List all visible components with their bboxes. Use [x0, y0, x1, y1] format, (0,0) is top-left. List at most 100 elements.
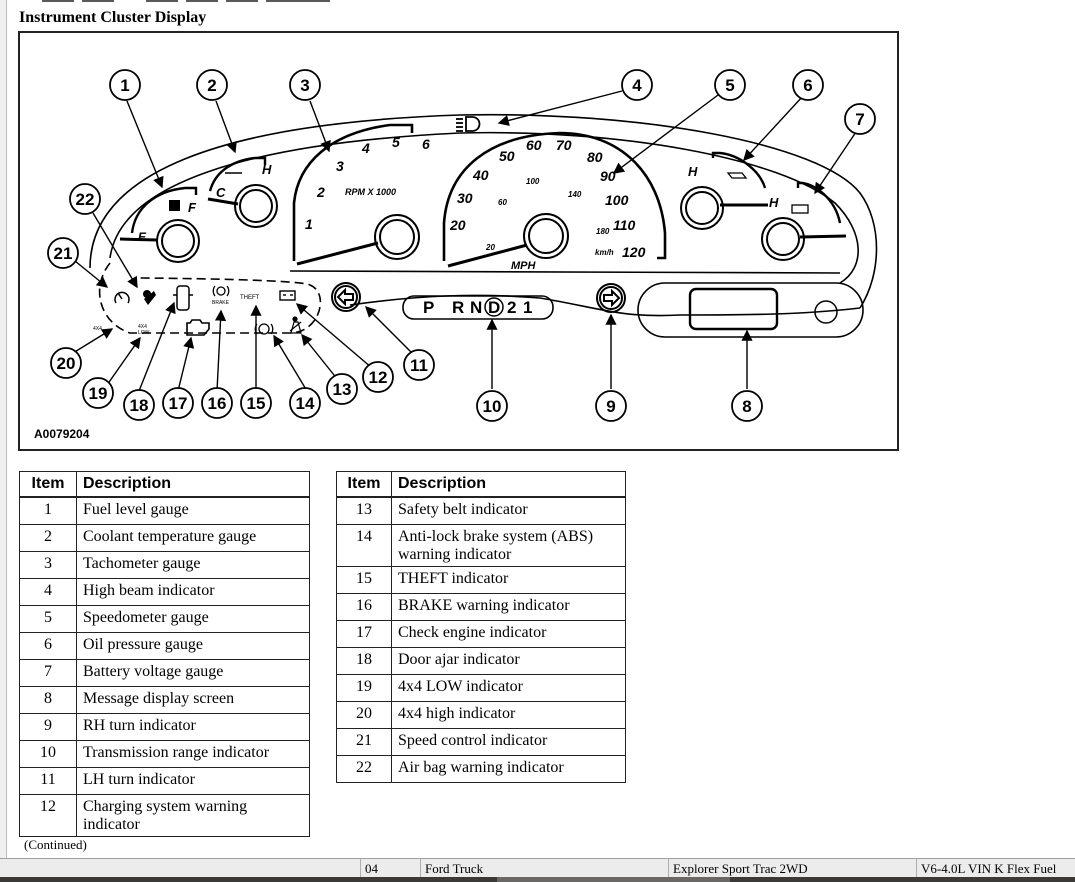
callout-17: 17: [162, 387, 194, 419]
callout-number: 10: [483, 397, 502, 416]
charging-system-icon: [279, 290, 296, 301]
callout-number: 4: [632, 76, 642, 95]
item-description: Fuel level gauge: [76, 496, 310, 525]
callout-number: 2: [207, 76, 216, 95]
callout-3: 3: [289, 69, 321, 101]
item-number: 4: [19, 578, 77, 606]
callout-21: 21: [47, 237, 79, 269]
kmh-tick: 140: [568, 190, 582, 199]
toolbar-tab[interactable]: [266, 0, 330, 2]
item-description: Door ajar indicator: [391, 647, 626, 675]
callout-19: 19: [82, 377, 114, 409]
housing-inner-arc: [109, 131, 859, 284]
callout-number: 5: [725, 76, 734, 95]
callout-11: 11: [403, 349, 435, 381]
theft-label: THEFT: [240, 295, 260, 301]
callout-number: 7: [855, 110, 864, 129]
coolant-gauge: [207, 156, 278, 228]
item-description: RH turn indicator: [76, 713, 310, 741]
item-description: Transmission range indicator: [76, 740, 310, 768]
oil-high-label: H: [688, 164, 698, 179]
column-header-item: Item: [19, 471, 77, 498]
tach-tick: 4: [361, 140, 370, 156]
callout-2: 2: [196, 69, 228, 101]
item-number: 2: [19, 524, 77, 552]
figure-id: A0079204: [34, 427, 90, 441]
toolbar-tab[interactable]: [42, 0, 74, 2]
mph-tick: 50: [499, 148, 515, 164]
door-ajar-icon: [173, 285, 193, 311]
item-number: 3: [19, 551, 77, 579]
item-number: 16: [336, 593, 392, 621]
top-toolbar-strip: [0, 0, 1075, 3]
item-number: 13: [336, 496, 392, 525]
coolant-cold-label: C: [216, 185, 226, 200]
footer-bar: 04 Ford Truck Explorer Sport Trac 2WD V6…: [0, 858, 1075, 878]
item-number: 10: [19, 740, 77, 768]
toolbar-tab[interactable]: [82, 0, 114, 2]
kmh-tick: 100: [526, 177, 540, 186]
callout-20: 20: [50, 347, 82, 379]
toolbar-tab[interactable]: [186, 0, 218, 2]
tach-unit-label: RPM X 1000: [345, 187, 396, 197]
4x4-low-label-top: 4X4: [138, 324, 147, 330]
mph-tick: 120: [622, 244, 646, 260]
item-description: Coolant temperature gauge: [76, 524, 310, 552]
item-number: 19: [336, 674, 392, 702]
item-description: Air bag warning indicator: [391, 755, 626, 783]
prndl-indicator: [402, 295, 554, 320]
speed-control-icon: [114, 291, 130, 304]
abs-icon: [254, 323, 274, 335]
callout-number: 1: [120, 76, 129, 95]
item-number: 22: [336, 755, 392, 783]
callout-14: 14: [289, 387, 321, 419]
tach-tick: 5: [392, 134, 400, 150]
callout-number: 15: [247, 394, 266, 413]
callout-number: 19: [89, 384, 108, 403]
item-description: Speedometer gauge: [76, 605, 310, 633]
prndl-1: 1: [523, 298, 532, 317]
mph-tick: 80: [587, 149, 603, 165]
toolbar-tab[interactable]: [226, 0, 258, 2]
left-scroll-edge: [0, 0, 7, 858]
mph-tick: 90: [600, 168, 616, 184]
lh-turn-icon: [331, 282, 361, 312]
callout-13: 13: [326, 373, 358, 405]
callout-number: 22: [76, 190, 95, 209]
callout-number: 21: [54, 244, 73, 263]
prndl-r: R: [452, 298, 464, 317]
callout-number: 6: [803, 76, 812, 95]
item-description: Speed control indicator: [391, 728, 626, 756]
fuel-gauge: [119, 186, 200, 263]
coolant-hot-label: H: [262, 162, 272, 177]
callout-1: 1: [109, 69, 141, 101]
selected-gear-ring: [484, 297, 504, 317]
rh-turn-icon: [596, 283, 626, 313]
item-description: Charging system warning indicator: [76, 794, 310, 837]
item-number: 18: [336, 647, 392, 675]
prndl-p: P: [423, 298, 434, 317]
4x4-high-label: 4X4: [93, 326, 102, 332]
callout-18: 18: [123, 389, 155, 421]
4x4-low-label-bottom: LOW: [138, 330, 150, 336]
item-description: Message display screen: [76, 686, 310, 714]
footer-make: Ford Truck: [420, 859, 668, 878]
taskbar-active-item[interactable]: [497, 877, 730, 882]
tach-tick: 1: [305, 216, 313, 232]
brake-label: BRAKE: [212, 300, 230, 306]
item-description: THEFT indicator: [391, 566, 626, 594]
footer-engine: V6-4.0L VIN K Flex Fuel: [916, 859, 1075, 878]
reset-button: [814, 300, 838, 324]
toolbar-tab[interactable]: [146, 0, 178, 2]
prndl-d: D: [488, 298, 500, 317]
prndl-n: N: [470, 298, 482, 317]
